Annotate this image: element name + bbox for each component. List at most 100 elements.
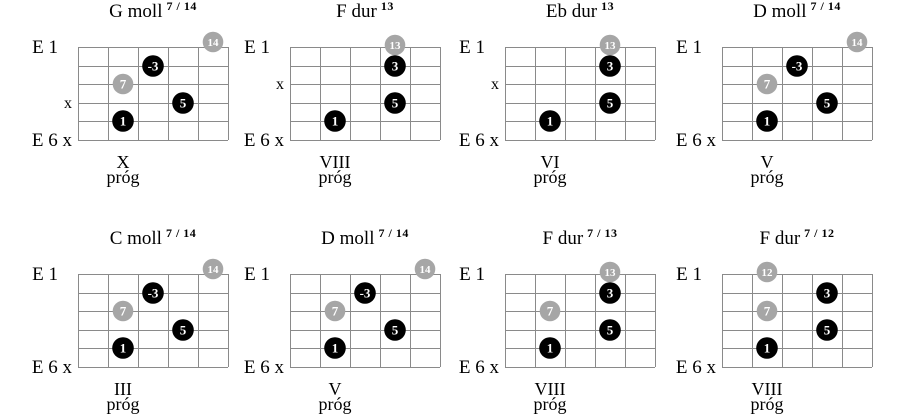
dot-label: 1 <box>764 114 771 129</box>
note-dot: 3 <box>599 282 621 304</box>
dot-circle <box>384 319 406 341</box>
chord-extension-sup: 13 <box>601 0 615 13</box>
dot-circle <box>414 258 436 280</box>
string-label-e6-muted: E 6 x <box>32 357 73 378</box>
dot-circle <box>202 31 224 53</box>
string-label-e1: E 1 <box>459 37 485 58</box>
dot-label: 5 <box>607 323 614 338</box>
dot-label: 3 <box>824 286 831 301</box>
note-dot: 7 <box>112 73 134 95</box>
note-dot: 1 <box>756 110 778 132</box>
string-label-e6-muted: E 6 x <box>459 357 500 378</box>
note-dot: 1 <box>324 110 346 132</box>
note-dot: 14 <box>202 258 224 280</box>
mute-x-mark: x <box>491 76 499 93</box>
dot-circle <box>599 282 621 304</box>
position-word: próg <box>533 394 567 414</box>
dot-label: 1 <box>547 341 554 356</box>
note-dot: -3 <box>354 282 376 304</box>
dot-circle <box>539 337 561 359</box>
dot-circle <box>172 92 194 114</box>
chord-extension-sup: 7 / 13 <box>587 226 618 240</box>
note-dot: 1 <box>539 337 561 359</box>
dot-label: 12 <box>762 267 774 279</box>
dot-label: 13 <box>390 40 402 52</box>
note-dot: 5 <box>816 92 838 114</box>
position-roman: VI <box>540 152 560 172</box>
string-label-e6-muted: E 6 x <box>32 130 73 151</box>
dot-circle <box>112 73 134 95</box>
dot-label: 1 <box>332 341 339 356</box>
dot-circle <box>599 261 621 283</box>
dot-label: 14 <box>208 264 220 276</box>
string-label-e1: E 1 <box>32 264 58 285</box>
note-dot: 1 <box>112 337 134 359</box>
dot-circle <box>354 282 376 304</box>
dot-circle <box>112 110 134 132</box>
dot-circle <box>539 300 561 322</box>
dot-circle <box>202 258 224 280</box>
note-dot: 7 <box>756 73 778 95</box>
note-dot: 12 <box>756 261 778 283</box>
note-dot: 5 <box>599 92 621 114</box>
dot-label: 5 <box>392 323 399 338</box>
position-roman: V <box>760 152 774 172</box>
mute-x-mark: x <box>276 76 284 93</box>
dot-circle <box>599 34 621 56</box>
string-label-e1: E 1 <box>459 264 485 285</box>
note-dot: 3 <box>384 55 406 77</box>
dot-circle <box>384 92 406 114</box>
position-word: próg <box>106 167 140 187</box>
dot-label: 13 <box>605 267 617 279</box>
dot-circle <box>756 261 778 283</box>
mute-x-mark: x <box>64 95 72 112</box>
dot-circle <box>384 34 406 56</box>
string-label-e6-muted: E 6 x <box>676 130 717 151</box>
string-label-e1: E 1 <box>244 264 270 285</box>
dot-label: 3 <box>607 59 614 74</box>
dot-circle <box>599 55 621 77</box>
dot-circle <box>756 73 778 95</box>
note-dot: 13 <box>599 261 621 283</box>
note-dot: 3 <box>816 282 838 304</box>
dot-label: 1 <box>120 114 127 129</box>
dot-circle <box>384 55 406 77</box>
dot-circle <box>599 319 621 341</box>
dot-label: -3 <box>148 286 159 301</box>
note-dot: 14 <box>202 31 224 53</box>
dot-circle <box>112 337 134 359</box>
note-dot: 13 <box>384 34 406 56</box>
note-dot: 5 <box>816 319 838 341</box>
note-dot: 14 <box>846 31 868 53</box>
dot-label: -3 <box>792 59 803 74</box>
dot-circle <box>846 31 868 53</box>
dot-circle <box>756 300 778 322</box>
position-word: próg <box>750 167 784 187</box>
dot-label: 5 <box>180 96 187 111</box>
position-roman: X <box>116 152 130 172</box>
note-dot: -3 <box>142 55 164 77</box>
note-dot: -3 <box>142 282 164 304</box>
chord-name: F dur <box>759 228 801 249</box>
chord-name: F dur <box>542 228 584 249</box>
chord-extension-sup: 7 / 14 <box>378 226 409 240</box>
note-dot: 5 <box>172 319 194 341</box>
